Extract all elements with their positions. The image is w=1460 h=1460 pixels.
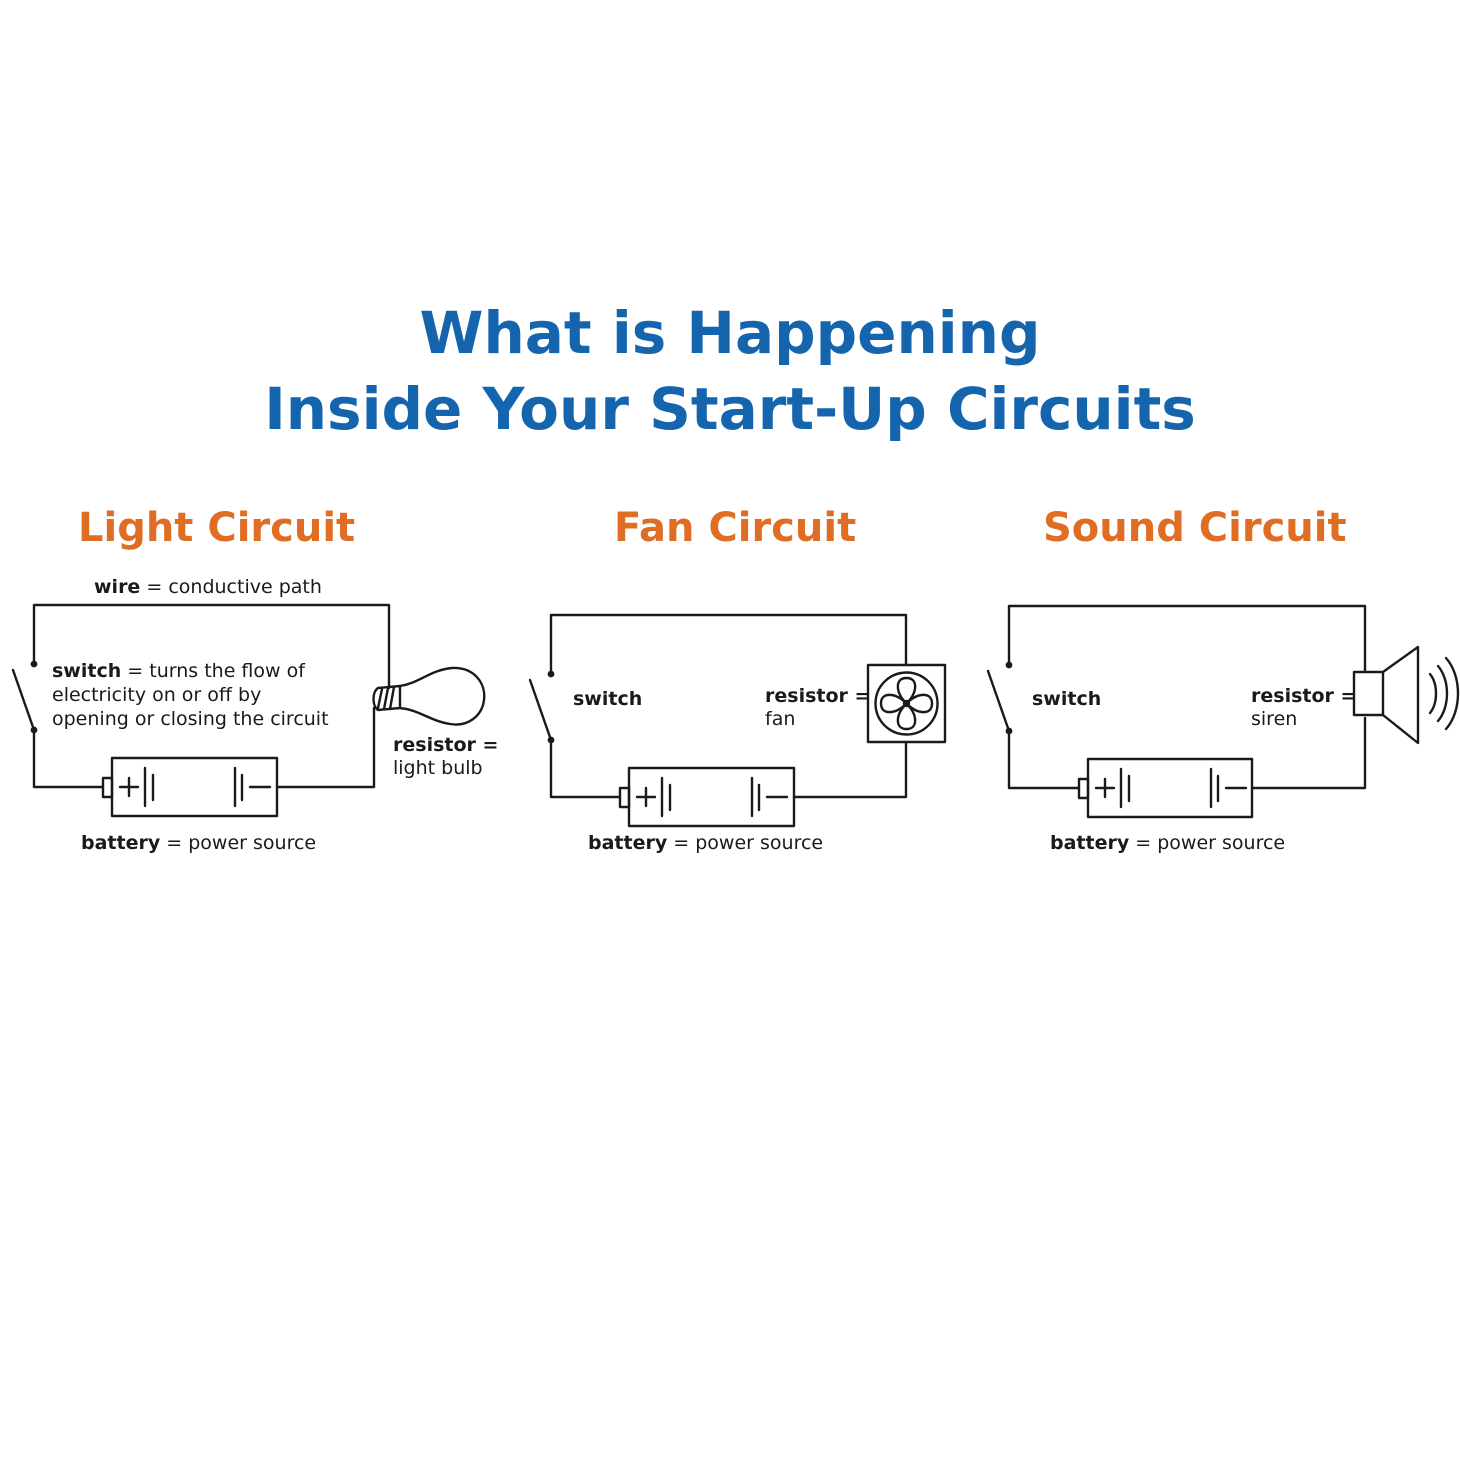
- wire-term: wire: [94, 576, 141, 598]
- sound-resistor-term: resistor =: [1251, 685, 1357, 707]
- light-resistor-def: light bulb: [393, 757, 483, 779]
- sound-battery-def: = power source: [1135, 832, 1286, 854]
- fan-icon: [866, 663, 947, 744]
- fan-circuit-wires: [549, 613, 908, 799]
- fan-switch-icon: [528, 670, 555, 744]
- sound-circuit-heading: Sound Circuit: [1043, 505, 1347, 551]
- fan-battery-icon: [618, 766, 796, 828]
- sound-battery-icon: [1077, 757, 1254, 819]
- light-switch-def-line3: opening or closing the circuit: [52, 708, 329, 730]
- light-bulb-icon: [372, 666, 486, 726]
- fan-resistor-term: resistor =: [765, 685, 871, 707]
- fan-resistor-def: fan: [765, 708, 796, 730]
- title-line-1: What is Happening: [419, 299, 1041, 367]
- speaker-icon: [1352, 645, 1460, 745]
- light-resistor-term: resistor =: [393, 734, 499, 756]
- sound-switch-term: switch: [1032, 688, 1102, 710]
- light-switch-label: switch = turns the flow of: [52, 659, 305, 683]
- wire-label: wire = conductive path: [94, 575, 322, 599]
- light-battery-label: battery = power source: [81, 831, 316, 855]
- light-switch-def-line1: = turns the flow of: [127, 660, 305, 682]
- fan-battery-def: = power source: [673, 832, 824, 854]
- light-switch-icon: [11, 660, 38, 734]
- title-line-2: Inside Your Start-Up Circuits: [264, 375, 1196, 443]
- light-switch-def-line2: electricity on or off by: [52, 684, 262, 706]
- fan-circuit-heading: Fan Circuit: [614, 505, 857, 551]
- wire-definition: = conductive path: [146, 576, 322, 598]
- light-switch-term: switch: [52, 660, 122, 682]
- sound-battery-label: battery = power source: [1050, 831, 1285, 855]
- sound-resistor-def: siren: [1251, 708, 1298, 730]
- light-battery-term: battery: [81, 832, 161, 854]
- fan-battery-term: battery: [588, 832, 668, 854]
- fan-switch-term: switch: [573, 688, 643, 710]
- sound-battery-term: battery: [1050, 832, 1130, 854]
- sound-switch-icon: [986, 661, 1013, 735]
- light-battery-icon: [101, 756, 279, 818]
- light-circuit-wires: [32, 603, 391, 789]
- fan-battery-label: battery = power source: [588, 831, 823, 855]
- light-battery-def: = power source: [166, 832, 317, 854]
- sound-circuit-wires: [1007, 604, 1367, 790]
- light-circuit-heading: Light Circuit: [78, 505, 356, 551]
